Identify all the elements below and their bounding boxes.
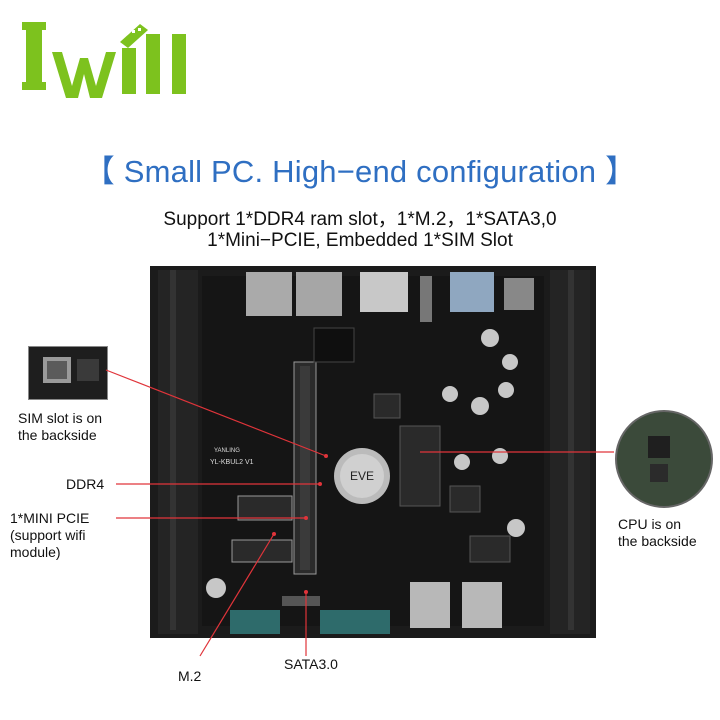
sim-callout-label: SIM slot is on the backside [18,410,102,444]
cpu-inset-photo [615,410,713,508]
board-model: YL-KBUL2 V1 [210,459,254,466]
m2-callout-label: M.2 [178,668,202,684]
minipcie-callout-line1: 1*MINI PCIE [10,510,90,526]
sim-callout-line2: the backside [18,427,97,443]
headline-title: 【 Small PC. High−end configuration 】 [83,154,637,189]
minipcie-callout-line3: module) [10,544,61,560]
iwill-logo [22,22,186,98]
spec-line-2: 1*Mini−PCIE, Embedded 1*SIM Slot [207,230,513,251]
ddr4-callout-label: DDR4 [66,476,105,492]
minipcie-callout-label: 1*MINI PCIE (support wifi module) [10,510,89,561]
spec-line-1: Support 1*DDR4 ram slot，1*M.2，1*SATA3,0 [163,209,557,230]
sata-callout-label: SATA3.0 [284,656,338,672]
motherboard-photo: EVE YANLING YL-KBUL2 V1 [150,266,596,638]
cpu-callout-label: CPU is on the backside [618,516,697,550]
board-brand: YANLING [214,448,240,454]
sim-slot-inset-photo [28,346,108,400]
cpu-callout-line1: CPU is on [618,516,682,532]
cpu-callout-line2: the backside [618,533,697,549]
sim-callout-line1: SIM slot is on [18,410,103,426]
battery-text: EVE [350,469,374,483]
minipcie-callout-line2: (support wifi [10,527,86,543]
